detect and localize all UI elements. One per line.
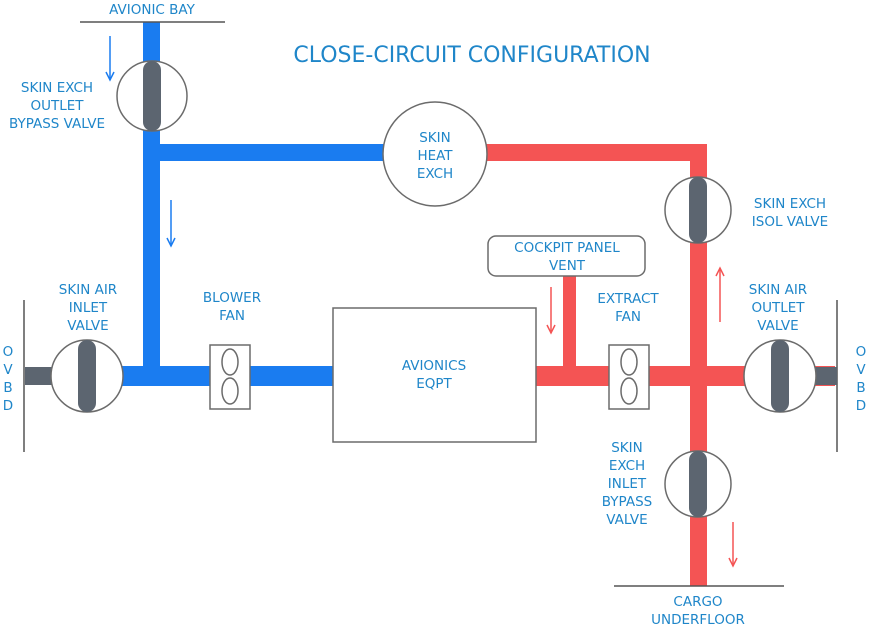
skin-heat-exchanger: SKIN HEAT EXCH <box>382 101 488 207</box>
extract-fan-label: EXTRACT FAN <box>597 291 659 325</box>
isol-valve-label: SKIN EXCH ISOL VALVE <box>752 196 828 230</box>
svg-text:OUTLET: OUTLET <box>30 98 84 114</box>
svg-text:O: O <box>856 344 867 360</box>
svg-text:UNDERFLOOR: UNDERFLOOR <box>651 612 745 627</box>
outlet-bypass-valve-label: SKIN EXCH OUTLET BYPASS VALVE <box>9 80 105 132</box>
skin-air-outlet-valve <box>743 339 817 413</box>
svg-text:ISOL VALVE: ISOL VALVE <box>752 214 828 230</box>
svg-text:VALVE: VALVE <box>67 318 108 334</box>
diagram-title: CLOSE-CIRCUIT CONFIGURATION <box>293 43 650 68</box>
svg-text:SKIN EXCH: SKIN EXCH <box>754 196 826 212</box>
flow-arrows <box>105 36 738 568</box>
arrow-down-red-vent <box>546 287 556 335</box>
blower-fan-label: BLOWER FAN <box>203 290 261 324</box>
svg-text:EXCH: EXCH <box>609 458 645 474</box>
svg-text:B: B <box>856 380 865 396</box>
inlet-bypass-valve-label: SKIN EXCH INLET BYPASS VALVE <box>602 440 652 528</box>
svg-text:BYPASS VALVE: BYPASS VALVE <box>9 116 105 132</box>
svg-text:V: V <box>3 362 13 378</box>
svg-text:FAN: FAN <box>615 309 641 325</box>
svg-text:HEAT: HEAT <box>417 148 453 164</box>
svg-text:EQPT: EQPT <box>416 376 452 392</box>
ovbd-left-label: O V B D <box>3 344 14 414</box>
svg-text:SKIN: SKIN <box>611 440 643 456</box>
svg-text:OUTLET: OUTLET <box>751 300 805 316</box>
svg-text:VENT: VENT <box>549 258 586 274</box>
arrow-down-blue-top <box>105 36 115 82</box>
arrow-down-red-cargo <box>728 522 738 568</box>
air-inlet-valve-label: SKIN AIR INLET VALVE <box>59 282 117 334</box>
svg-text:V: V <box>856 362 866 378</box>
skin-exch-outlet-bypass-valve <box>116 60 188 132</box>
svg-text:EXCH: EXCH <box>417 166 453 182</box>
svg-text:SKIN AIR: SKIN AIR <box>59 282 117 298</box>
svg-text:AVIONICS: AVIONICS <box>402 358 466 374</box>
svg-text:D: D <box>3 398 13 414</box>
svg-text:BYPASS: BYPASS <box>602 494 652 510</box>
svg-text:BLOWER: BLOWER <box>203 290 261 306</box>
cockpit-panel-vent-box: COCKPIT PANEL VENT <box>487 235 646 277</box>
svg-text:FAN: FAN <box>219 308 245 324</box>
skin-air-inlet-valve <box>50 339 124 413</box>
svg-text:VALVE: VALVE <box>606 512 647 528</box>
svg-text:SKIN: SKIN <box>419 130 451 146</box>
svg-text:VALVE: VALVE <box>757 318 798 334</box>
cargo-underfloor-label: CARGO UNDERFLOOR <box>651 594 745 627</box>
left-ovbd-stub <box>25 367 55 385</box>
svg-text:SKIN AIR: SKIN AIR <box>749 282 807 298</box>
arrow-down-blue-mid <box>166 200 176 248</box>
svg-text:B: B <box>3 380 12 396</box>
air-outlet-valve-label: SKIN AIR OUTLET VALVE <box>749 282 807 334</box>
arrow-up-red-isol <box>715 266 725 322</box>
blower-fan <box>209 344 251 410</box>
svg-text:SKIN EXCH: SKIN EXCH <box>21 80 93 96</box>
ovbd-right-label: O V B D <box>856 344 867 414</box>
avionic-bay-label: AVIONIC BAY <box>109 2 195 18</box>
skin-exch-isol-valve <box>664 176 732 244</box>
right-ovbd-stub <box>810 367 837 385</box>
svg-text:O: O <box>3 344 14 360</box>
svg-text:COCKPIT PANEL: COCKPIT PANEL <box>514 240 620 256</box>
svg-text:INLET: INLET <box>69 300 108 316</box>
avionics-eqpt-box: AVIONICS EQPT <box>332 307 537 443</box>
svg-text:EXTRACT: EXTRACT <box>597 291 659 307</box>
svg-text:D: D <box>856 398 866 414</box>
extract-fan <box>608 344 650 410</box>
svg-text:CARGO: CARGO <box>673 594 722 610</box>
svg-text:INLET: INLET <box>608 476 647 492</box>
skin-exch-inlet-bypass-valve <box>664 450 732 518</box>
